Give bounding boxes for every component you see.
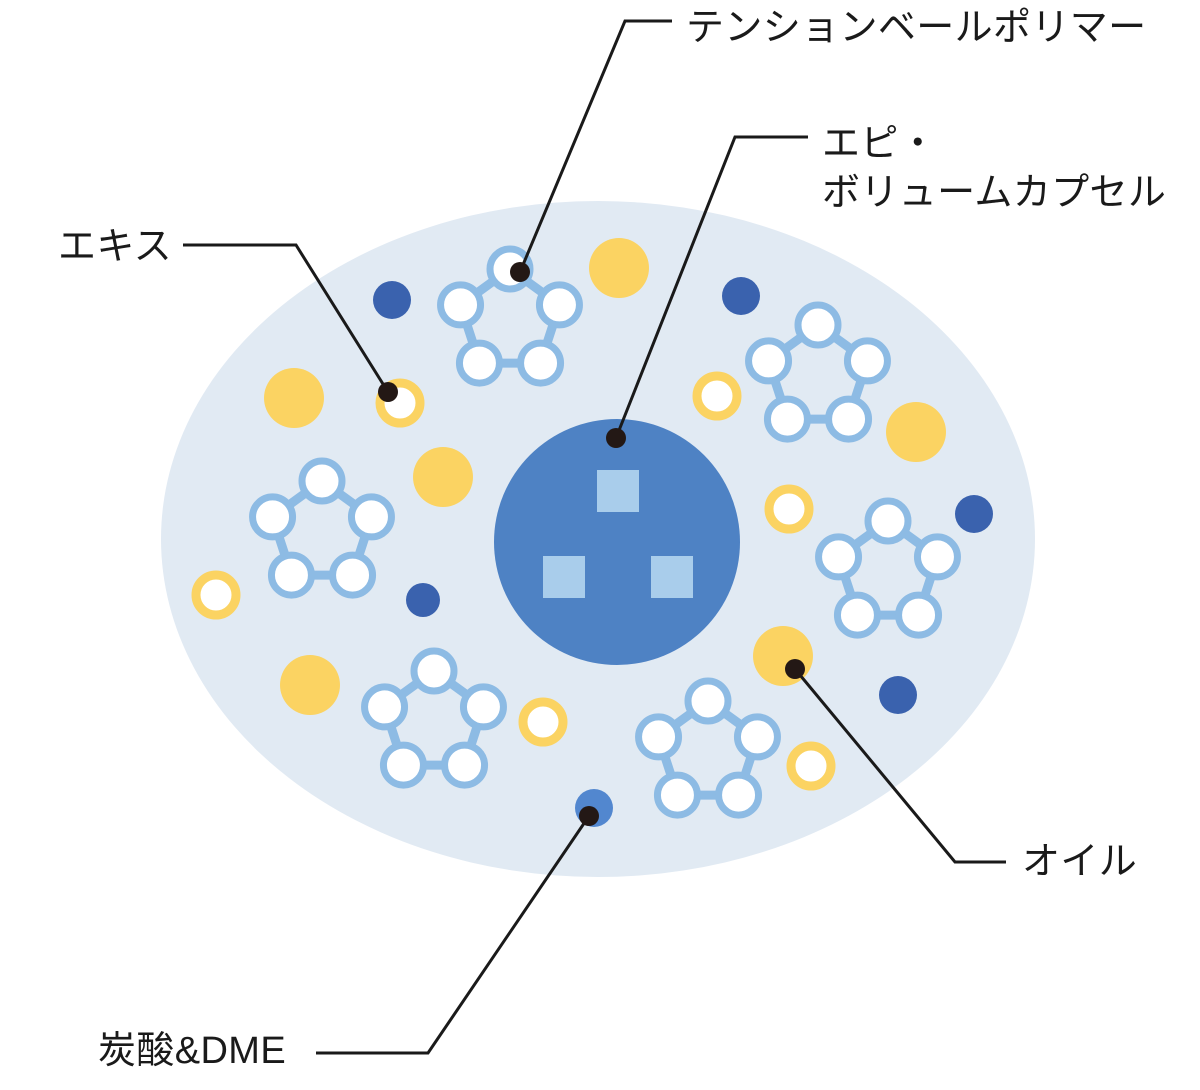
epi-volume-capsule-layer — [494, 419, 740, 665]
polymer-node — [745, 337, 793, 385]
polymer-node — [825, 395, 873, 443]
leader-capsule-line — [614, 135, 808, 439]
extract-ring-4 — [191, 570, 241, 620]
polymer-node — [347, 493, 395, 541]
leader-oil — [785, 659, 1006, 864]
polymer-cluster-upper-right — [745, 301, 891, 443]
polymer-node — [267, 551, 315, 599]
polymer-node — [715, 771, 763, 819]
extract-ring-layer — [191, 371, 836, 791]
leader-extract-line — [183, 243, 390, 393]
extract-ring-5 — [518, 697, 568, 747]
polymer-cluster-bottom-left — [361, 647, 507, 789]
label-tension-veil-polymer: テンションベールポリマー — [686, 7, 1147, 49]
polymer-node — [684, 677, 732, 725]
polymer-cluster-layer — [249, 245, 961, 819]
extract-ring-3 — [764, 484, 814, 534]
polymer-node — [733, 713, 781, 761]
capsule-body — [494, 419, 740, 665]
capsule-inner-square — [543, 556, 585, 598]
polymer-cluster-left — [249, 457, 395, 599]
leader-carbonic — [316, 806, 599, 1055]
label-carbonic-dme: 炭酸&DME — [98, 1030, 287, 1072]
carbonic-bubble-4 — [406, 583, 440, 617]
carbonic-bubble-5 — [879, 676, 917, 714]
polymer-node — [517, 339, 565, 387]
oil-drop-5 — [280, 655, 340, 715]
carbonic-bubble-1 — [373, 281, 411, 319]
polymer-node — [815, 533, 863, 581]
extract-ring-6 — [786, 741, 836, 791]
polymer-node — [763, 395, 811, 443]
capsule-inner-square — [651, 556, 693, 598]
polymer-cluster-right — [815, 497, 961, 639]
polymer-node — [455, 339, 503, 387]
oil-drop-4 — [413, 447, 473, 507]
oil-drop-2 — [264, 368, 324, 428]
polymer-node — [635, 713, 683, 761]
leader-polymer — [510, 19, 672, 282]
label-epi-volume-capsule: エピ・ボリュームカプセル — [822, 120, 1166, 217]
leader-carbonic-line — [316, 815, 591, 1055]
polymer-node — [895, 591, 943, 639]
leader-extract — [183, 243, 398, 402]
polymer-node — [843, 337, 891, 385]
capsule-inner-square — [597, 470, 639, 512]
polymer-cluster-bottom-mid — [635, 677, 781, 819]
carbonic-bubble-3 — [955, 495, 993, 533]
polymer-node — [329, 551, 377, 599]
leader-polymer-line — [518, 19, 672, 273]
carbonic-bubble-2 — [722, 277, 760, 315]
leader-oil-line — [793, 668, 1006, 864]
polymer-node — [864, 497, 912, 545]
leader-capsule-dot — [606, 428, 626, 448]
polymer-cluster-top — [437, 245, 583, 387]
polymer-node — [535, 281, 583, 329]
label-extract: エキス — [58, 226, 173, 268]
label-epi-volume-capsule-line1: エピ・ — [822, 123, 938, 165]
polymer-node — [361, 683, 409, 731]
polymer-node — [459, 683, 507, 731]
leader-oil-dot — [785, 659, 805, 679]
oil-drop-1 — [589, 238, 649, 298]
polymer-node — [437, 281, 485, 329]
polymer-node — [653, 771, 701, 819]
extract-ring-2 — [692, 371, 742, 421]
oil-drop-right — [753, 626, 813, 686]
oil-drop-3 — [886, 402, 946, 462]
polymer-node — [298, 457, 346, 505]
leader-extract-dot — [378, 382, 398, 402]
leader-line-layer — [183, 19, 1006, 1055]
leader-capsule — [606, 135, 808, 448]
polymer-node — [379, 741, 427, 789]
polymer-node — [833, 591, 881, 639]
label-oil: オイル — [1022, 841, 1138, 883]
leader-carbonic-dot — [579, 806, 599, 826]
label-epi-volume-capsule-line2: ボリュームカプセル — [822, 171, 1167, 214]
polymer-node — [913, 533, 961, 581]
leader-polymer-dot — [510, 262, 530, 282]
polymer-node — [794, 301, 842, 349]
epi-volume-capsule — [494, 419, 740, 665]
polymer-node — [410, 647, 458, 695]
polymer-node — [441, 741, 489, 789]
polymer-node — [249, 493, 297, 541]
